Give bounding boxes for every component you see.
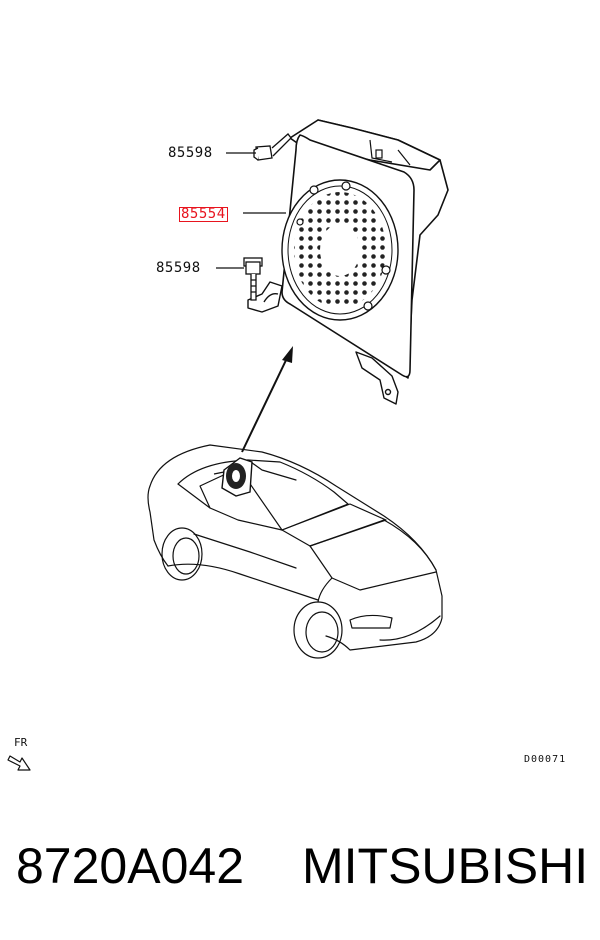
location-arrow — [241, 346, 293, 453]
footer: 8720A042 MITSUBISHI — [0, 836, 600, 896]
callout-bolt-upper: 85598 — [168, 145, 213, 161]
reference-code: D00071 — [524, 754, 567, 765]
leader-lines — [216, 152, 286, 269]
brand-name: MITSUBISHI — [302, 838, 589, 894]
car-outline — [147, 444, 443, 659]
front-indicator-label: FR — [14, 736, 28, 749]
side-bracket — [247, 281, 283, 313]
speaker-location-marker — [213, 457, 253, 497]
callout-bolt-lower: 85598 — [156, 260, 201, 276]
lower-bolt — [243, 257, 263, 301]
mounting-bracket — [355, 351, 399, 405]
callout-speaker-box: 85554 — [179, 206, 228, 222]
front-arrow-icon — [7, 755, 31, 771]
part-number: 8720A042 — [16, 838, 245, 894]
upper-bolt — [253, 133, 292, 161]
parts-diagram — [7, 119, 449, 771]
